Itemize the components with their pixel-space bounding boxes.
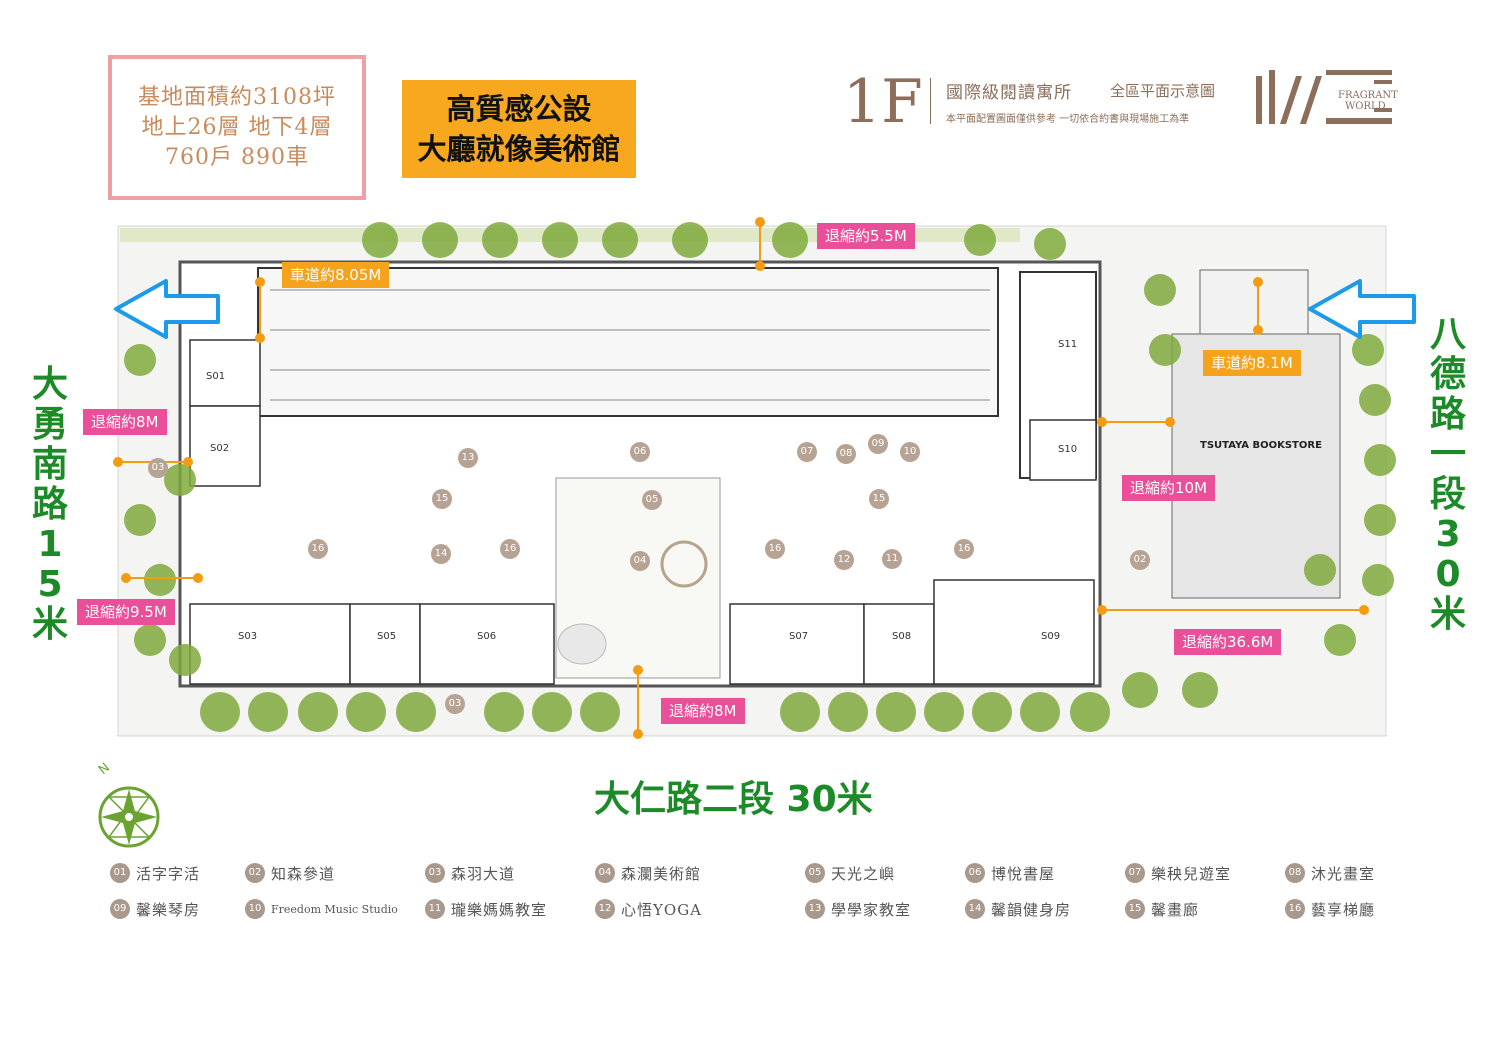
callout-setback-right-10: 退縮約10M bbox=[1122, 475, 1216, 501]
marker-16: 16 bbox=[765, 539, 785, 559]
callout-ramp-left: 車道約8.05M bbox=[282, 262, 390, 288]
marker-07: 07 bbox=[797, 442, 817, 462]
marker-15: 15 bbox=[869, 489, 889, 509]
unit-label: S02 bbox=[210, 443, 230, 454]
callout-setback-top: 退縮約5.5M bbox=[817, 223, 915, 249]
parking-ramp bbox=[257, 267, 999, 417]
headline-banner: 高質感公設 大廳就像美術館 bbox=[402, 80, 636, 178]
entry-arrow-left-icon bbox=[114, 279, 220, 339]
unit-count: 760戶 890車 bbox=[165, 144, 309, 170]
logo-text-line1: FRAGRANT bbox=[1338, 90, 1398, 101]
callout-setback-left-8: 退縮約8M bbox=[83, 409, 167, 435]
site-area: 基地面積約3108坪 bbox=[138, 84, 336, 110]
marker-06: 06 bbox=[630, 442, 650, 462]
compass-icon: N bbox=[96, 760, 160, 848]
unit-label: S07 bbox=[789, 631, 809, 642]
unit-label: S03 bbox=[238, 631, 258, 642]
callout-setback-left-9-5: 退縮約9.5M bbox=[77, 599, 175, 625]
title-divider bbox=[930, 78, 931, 124]
brand-logo-icon bbox=[1256, 70, 1392, 124]
bookstore-block bbox=[1171, 333, 1341, 599]
marker-09: 09 bbox=[868, 434, 888, 454]
marker-03: 03 bbox=[445, 694, 465, 714]
callout-setback-bottom: 退縮約8M bbox=[661, 698, 745, 724]
street-right: 八德路一段 30米 bbox=[1429, 314, 1466, 635]
unit-label: S06 bbox=[477, 631, 497, 642]
marker-03: 03 bbox=[148, 458, 168, 478]
marker-08: 08 bbox=[836, 444, 856, 464]
svg-text:N: N bbox=[96, 760, 113, 778]
unit-label: S11 bbox=[1058, 339, 1078, 350]
marker-05: 05 bbox=[642, 490, 662, 510]
street-bottom: 大仁路二段 30米 bbox=[594, 779, 873, 820]
callout-ramp-right: 車道約8.1M bbox=[1203, 350, 1301, 376]
street-left: 大勇南路 15米 bbox=[31, 364, 68, 645]
marker-11: 11 bbox=[882, 549, 902, 569]
title-sub: 全區平面示意圖 bbox=[1110, 82, 1216, 100]
marker-14: 14 bbox=[431, 544, 451, 564]
atrium-pond bbox=[557, 623, 607, 665]
marker-15: 15 bbox=[432, 489, 452, 509]
unit-label: S09 bbox=[1041, 631, 1061, 642]
marker-04: 04 bbox=[630, 551, 650, 571]
callout-setback-right-36-6: 退縮約36.6M bbox=[1174, 629, 1282, 655]
floor-count: 地上26層 地下4層 bbox=[141, 114, 333, 140]
marker-16: 16 bbox=[308, 539, 328, 559]
headline-line2: 大廳就像美術館 bbox=[417, 132, 621, 166]
unit-label: S10 bbox=[1058, 444, 1078, 455]
unit-label: S05 bbox=[377, 631, 397, 642]
title-main: 國際級閱讀寓所 bbox=[946, 83, 1072, 103]
site-info-box: 基地面積約3108坪 地上26層 地下4層 760戶 890車 bbox=[108, 55, 366, 200]
headline-line1: 高質感公設 bbox=[446, 92, 592, 126]
entry-arrow-right-icon bbox=[1308, 279, 1416, 339]
marker-12: 12 bbox=[834, 550, 854, 570]
marker-10: 10 bbox=[900, 442, 920, 462]
atrium-sculpture bbox=[660, 540, 708, 588]
bookstore-label: TSUTAYA BOOKSTORE bbox=[1200, 440, 1322, 451]
logo-text-line2: WORLD bbox=[1345, 101, 1386, 112]
marker-16: 16 bbox=[500, 539, 520, 559]
marker-13: 13 bbox=[458, 448, 478, 468]
title-note: 本平面配置圖面僅供參考 一切依合約書與現場施工為準 bbox=[946, 114, 1190, 125]
floor-label: 1F bbox=[843, 67, 923, 137]
unit-label: S08 bbox=[892, 631, 912, 642]
marker-02: 02 bbox=[1130, 550, 1150, 570]
unit-label: S01 bbox=[206, 371, 226, 382]
marker-16: 16 bbox=[954, 539, 974, 559]
